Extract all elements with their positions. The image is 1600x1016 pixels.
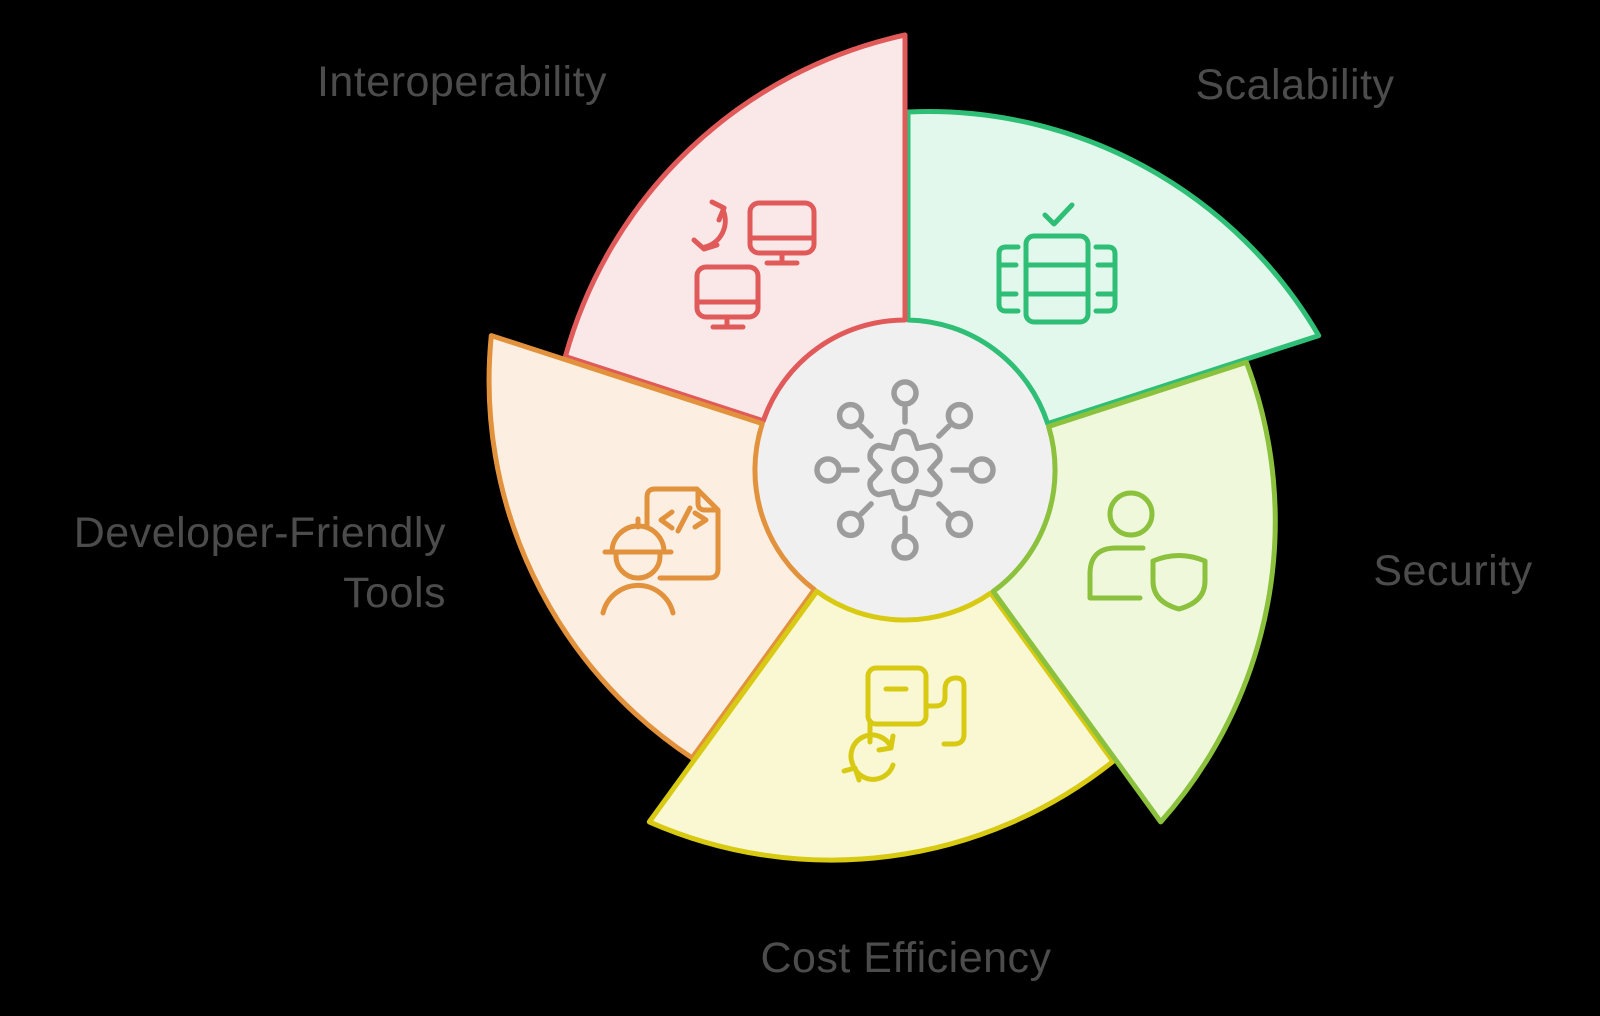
label-security: Security	[1373, 547, 1533, 595]
engineer-code-document-icon	[600, 486, 721, 616]
spoke-node	[945, 401, 974, 430]
spoke-node	[836, 510, 865, 539]
gear-hub-hole	[891, 456, 919, 484]
user-shield-icon	[1087, 490, 1208, 612]
spoke-node	[891, 533, 919, 561]
label-developer-friendly-tools: Developer-Friendly Tools	[73, 509, 446, 618]
fuel-pump-refresh-icon	[841, 665, 967, 783]
label-cost-efficiency: Cost Efficiency	[760, 934, 1052, 982]
spoke-line	[858, 501, 874, 517]
petal-interoperability	[562, 32, 908, 424]
gear-icon	[867, 428, 943, 512]
spoke-line	[858, 423, 874, 439]
label-scalability: Scalability	[1195, 61, 1395, 109]
hub-disc	[755, 320, 1055, 620]
server-check-icon	[996, 202, 1118, 325]
hub-network-gear-icon	[814, 379, 996, 561]
spoke-node	[968, 456, 996, 484]
label-interoperability: Interoperability	[316, 58, 608, 106]
spoke-node	[945, 510, 974, 539]
petal-layer	[486, 32, 1322, 863]
spoke-node	[891, 379, 919, 407]
monitors-sync-icon	[691, 199, 817, 330]
spoke-line	[936, 501, 952, 517]
spoke-node	[814, 456, 842, 484]
spoke-node	[836, 401, 865, 430]
spoke-line	[936, 423, 952, 439]
petal-security	[990, 359, 1278, 825]
